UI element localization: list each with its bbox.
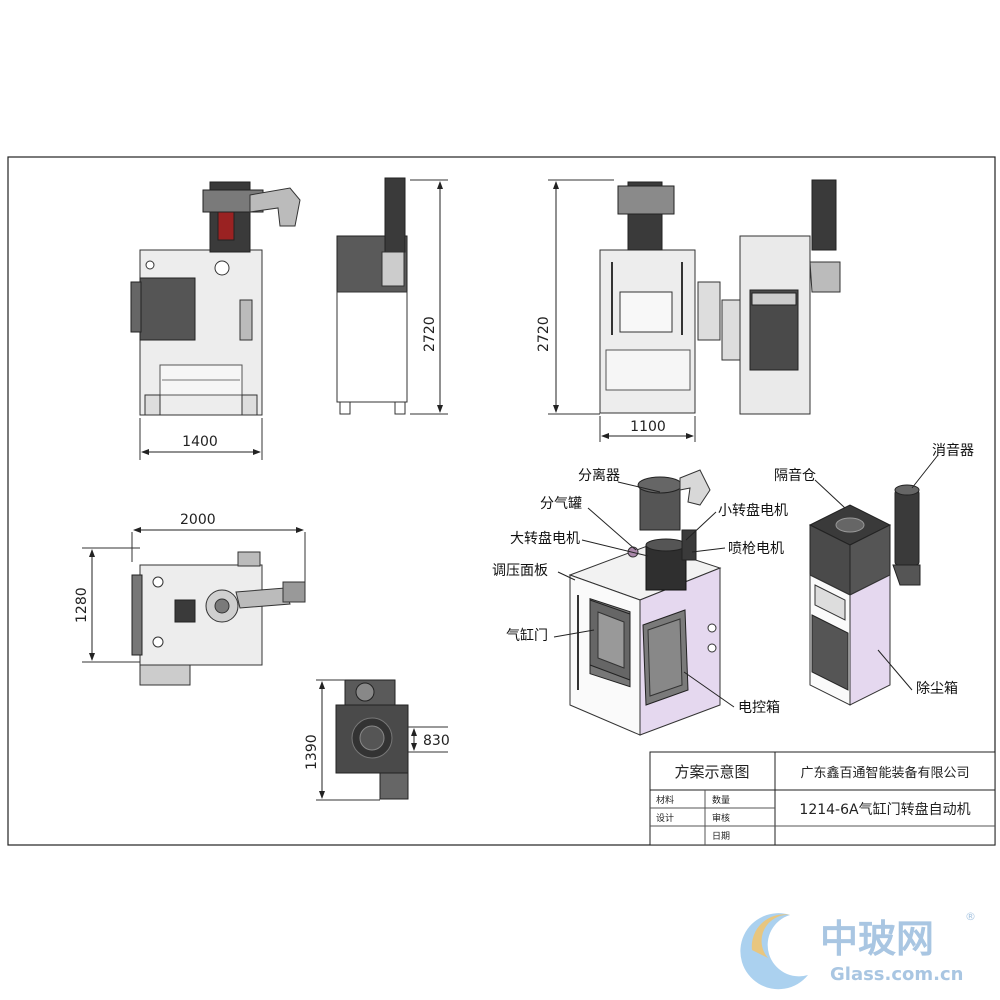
right-height-dimension: 2720	[536, 179, 614, 415]
pressure-panel-leader	[557, 571, 576, 581]
watermark-registered: ®	[965, 910, 976, 923]
model-name: 1214-6A气缸门转盘自动机	[799, 801, 970, 818]
right-height-label: 2720	[536, 316, 552, 352]
watermark: 中玻网 ® Glass.com.cn	[740, 910, 976, 990]
title-block-company: 广东鑫百通智能装备有限公司	[800, 765, 969, 781]
pressure-panel-label: 调压面板	[492, 563, 548, 579]
design-label: 设计	[656, 812, 674, 824]
right-width-dimension: 1100	[599, 416, 696, 442]
control-box-label: 电控箱	[738, 700, 780, 716]
top-width-label: 2000	[180, 512, 216, 528]
title-block: 方案示意图 广东鑫百通智能装备有限公司 材料 数量 设计 审核 日期 1214-…	[649, 751, 996, 846]
small-turntable-motor-leader	[685, 511, 717, 541]
small-turntable-motor-label: 小转盘电机	[718, 502, 788, 519]
large-turntable-motor-label: 大转盘电机	[510, 530, 580, 547]
material-label: 材料	[656, 794, 674, 806]
muffler-leader	[911, 454, 939, 489]
dust-box-height-dimension: 1390	[304, 679, 380, 801]
gas-tank-leader	[587, 507, 637, 551]
spray-gun-motor-label: 喷枪电机	[728, 540, 784, 557]
separator-leader	[617, 481, 661, 493]
quantity-label: 数量	[712, 794, 730, 806]
dust-box-label: 除尘箱	[916, 681, 958, 697]
watermark-brand: 中玻网	[820, 917, 934, 961]
sound-chamber-leader	[814, 479, 846, 509]
right-width-label: 1100	[630, 419, 666, 435]
cylinder-door-label: 气缸门	[506, 627, 548, 644]
spray-gun-motor-leader	[691, 547, 726, 553]
top-height-label: 1280	[74, 587, 90, 623]
date-label: 日期	[712, 831, 730, 842]
dust-box-top-view	[335, 679, 409, 800]
muffler-label: 消音器	[932, 442, 974, 459]
drawing-frame	[7, 156, 996, 846]
right-front-view	[599, 179, 841, 415]
top-view	[131, 551, 306, 686]
watermark-logo-icon	[740, 913, 808, 990]
side-height-dimension: 2720	[410, 179, 448, 415]
dust-box-height-label: 1390	[304, 734, 320, 770]
watermark-site: Glass.com.cn	[830, 964, 963, 985]
front-width-dimension: 1400	[139, 418, 263, 460]
dust-box-leader	[877, 649, 913, 691]
side-view	[336, 177, 408, 415]
dust-box-width-dimension: 830	[408, 726, 450, 753]
control-box-leader	[683, 671, 735, 708]
top-width-dimension: 2000	[131, 512, 306, 582]
top-height-dimension: 1280	[74, 547, 140, 663]
title-block-title: 方案示意图	[674, 763, 749, 781]
sound-chamber-label: 隔音仓	[774, 467, 816, 484]
front-width-label: 1400	[182, 434, 218, 450]
large-turntable-motor-leader	[581, 539, 649, 557]
cylinder-door-leader	[553, 629, 595, 638]
dust-box-width-label: 830	[423, 733, 450, 749]
review-label: 审核	[712, 812, 730, 824]
callouts: 分离器 分气罐 小转盘电机 大转盘电机 喷枪电机 调压面板 气缸门 电控箱 隔音…	[492, 442, 974, 716]
front-view	[130, 181, 301, 416]
separator-label: 分离器	[578, 467, 620, 484]
side-height-label: 2720	[422, 316, 438, 352]
iso-machine	[568, 469, 722, 736]
iso-dust-box	[808, 484, 921, 706]
gas-tank-label: 分气罐	[540, 496, 582, 512]
